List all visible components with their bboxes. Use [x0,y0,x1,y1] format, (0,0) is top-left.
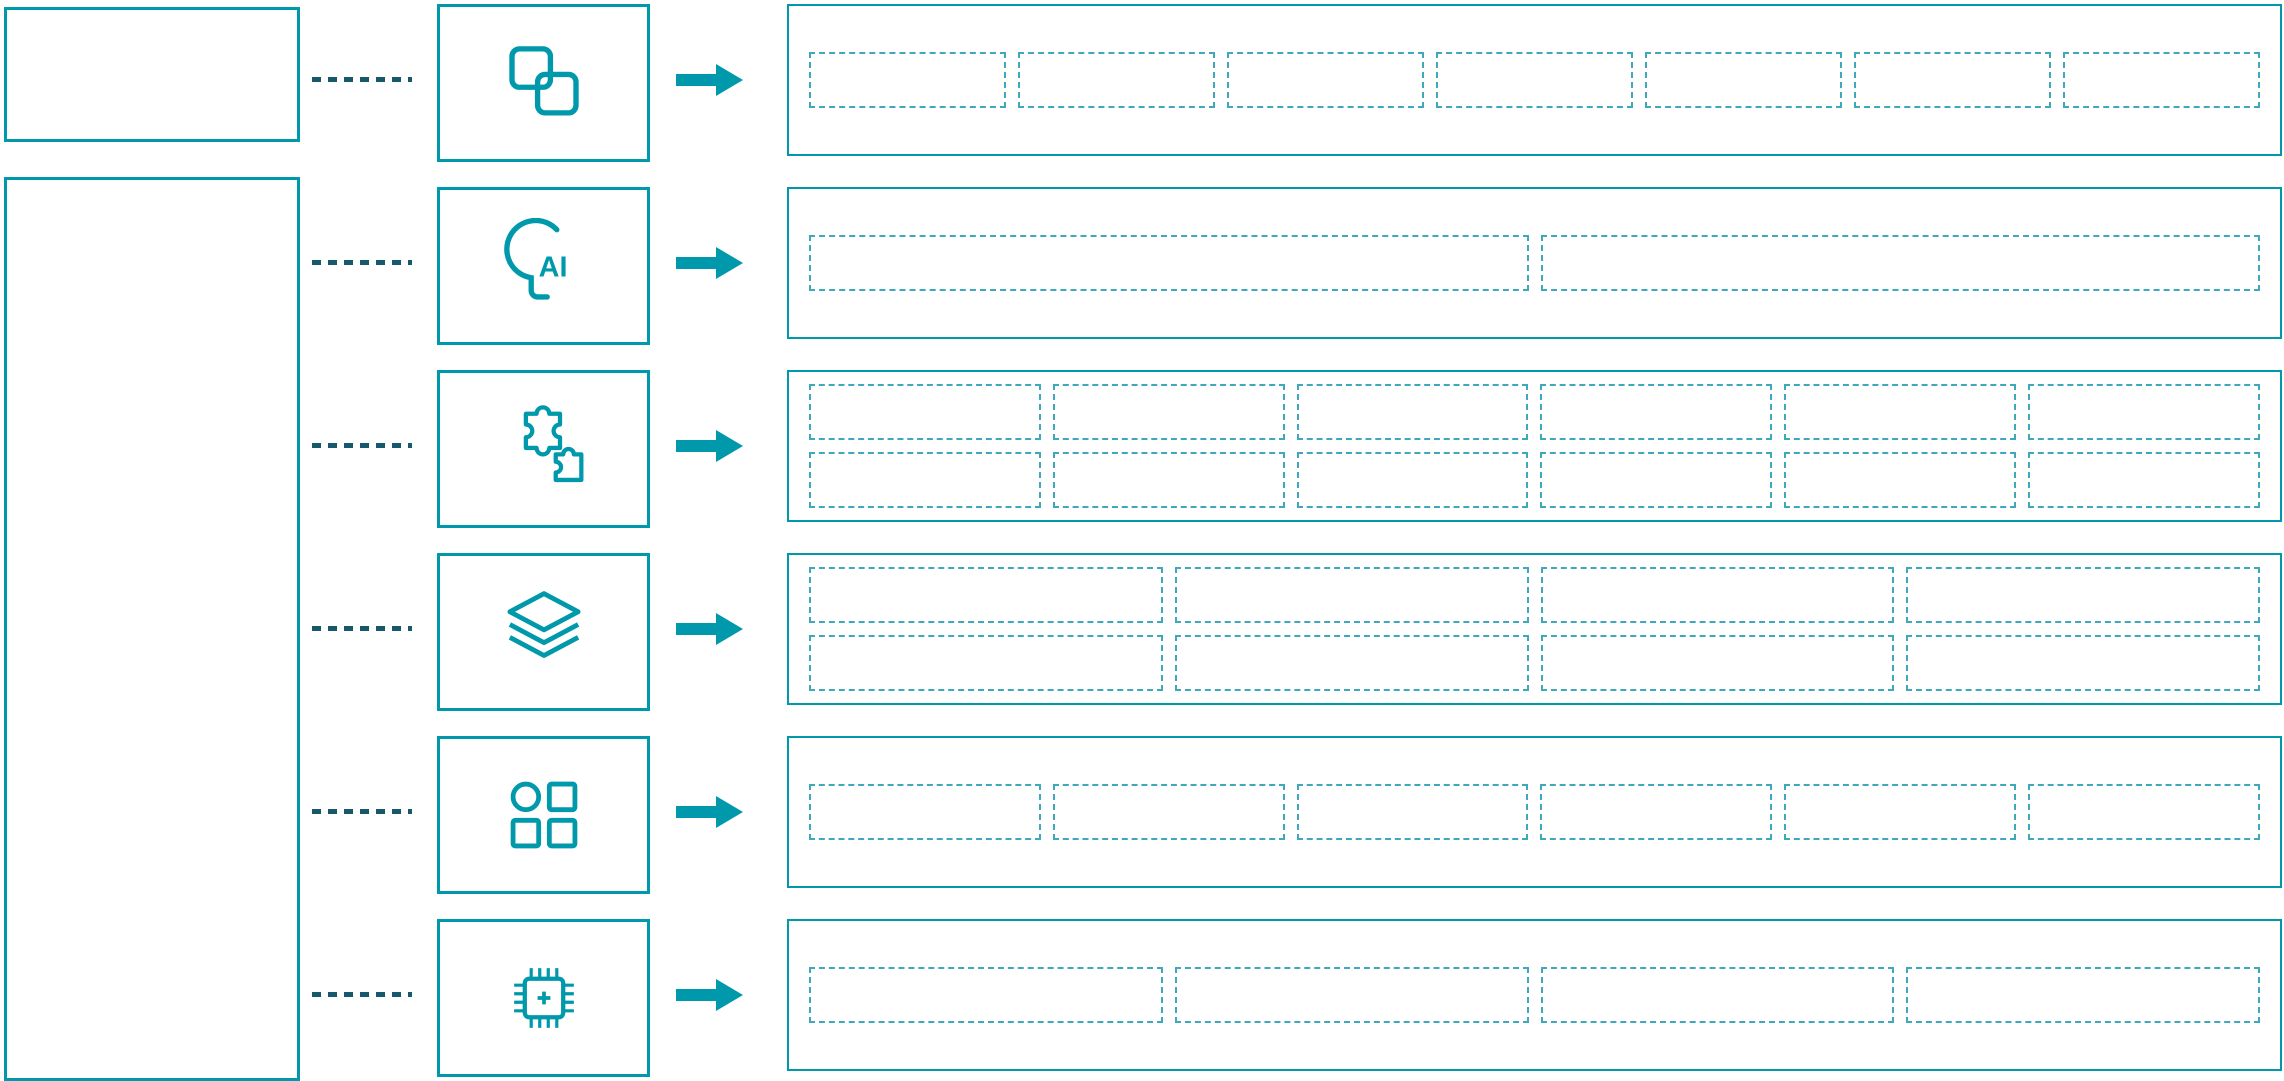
placeholder-box [1540,635,1895,691]
flow-arrow [676,429,744,463]
flow-arrow-icon [676,247,743,279]
flow-arrow [676,63,744,97]
placeholder-box [1540,235,2260,291]
placeholder-row [809,52,2260,108]
placeholder-box [1854,52,2051,108]
icon-box [437,919,650,1077]
placeholder-box [1540,384,1773,440]
placeholder-box [1296,784,1529,840]
placeholder-box [2028,452,2260,508]
items-container [787,736,2282,888]
placeholder-box [1174,635,1529,691]
placeholder-box [1784,452,2017,508]
left-panel-box [4,177,300,1081]
dashed-connector [312,992,412,997]
placeholder-box [2028,384,2260,440]
placeholder-box [809,567,1163,623]
placeholder-row [809,784,2260,840]
placeholder-box [1906,567,2260,623]
placeholder-box [809,784,1041,840]
placeholder-row [809,235,2260,291]
app-grid-icon [510,781,577,849]
items-container [787,4,2282,156]
diagram-row-3 [0,370,2284,528]
placeholder-box [1906,635,2260,691]
flow-arrow-icon [676,613,743,645]
placeholder-box [2063,52,2260,108]
placeholder-box [1540,452,1773,508]
icon-box: AI [437,187,650,345]
placeholder-box [809,967,1163,1023]
placeholder-box [809,452,1041,508]
items-container [787,370,2282,522]
diagram-row-1 [0,4,2284,162]
chip-icon [513,968,574,1028]
placeholder-row [809,567,2260,623]
svg-text:AI: AI [538,252,567,284]
diagram-row-2: AI [0,187,2284,345]
ai-head-icon: AI [503,218,567,300]
items-container [787,553,2282,705]
left-header-box [4,7,300,142]
diagram-row-4 [0,553,2284,711]
placeholder-box [1784,784,2017,840]
dashed-connector [312,443,412,448]
flow-arrow [676,612,744,646]
items-container [787,187,2282,339]
layers-icon [506,591,581,658]
placeholder-box [1540,784,1773,840]
icon-box [437,736,650,894]
flow-arrow-icon [676,64,743,96]
placeholder-box [809,235,1529,291]
puzzle-pieces-icon [523,405,583,483]
placeholder-box [1540,567,1895,623]
overlapping-squares-icon [508,46,579,116]
placeholder-box [1296,452,1529,508]
placeholder-box [809,52,1006,108]
icon-box [437,4,650,162]
placeholder-row [809,635,2260,691]
flow-arrow [676,978,744,1012]
placeholder-row [809,384,2260,440]
placeholder-row [809,452,2260,508]
placeholder-box [1296,384,1529,440]
icon-box [437,553,650,711]
placeholder-box [1540,967,1895,1023]
dashed-connector [312,260,412,265]
flow-arrow [676,795,744,829]
placeholder-box [1052,784,1285,840]
placeholder-box [1645,52,1842,108]
flow-arrow-icon [676,796,743,828]
placeholder-box [2028,784,2260,840]
icon-box [437,370,650,528]
dashed-connector [312,626,412,631]
placeholder-box [1052,384,1285,440]
diagram-row-6 [0,919,2284,1077]
placeholder-row [809,967,2260,1023]
placeholder-box [1784,384,2017,440]
placeholder-box [809,384,1041,440]
placeholder-box [1052,452,1285,508]
flow-arrow [676,246,744,280]
placeholder-box [1436,52,1633,108]
dashed-connector [312,809,412,814]
items-container [787,919,2282,1071]
dashed-connector [312,77,412,82]
flow-arrow-icon [676,979,743,1011]
placeholder-box [1227,52,1424,108]
placeholder-box [1018,52,1215,108]
placeholder-box [1174,967,1529,1023]
flow-arrow-icon [676,430,743,462]
placeholder-box [1906,967,2260,1023]
placeholder-box [1174,567,1529,623]
diagram-row-5 [0,736,2284,894]
placeholder-box [809,635,1163,691]
